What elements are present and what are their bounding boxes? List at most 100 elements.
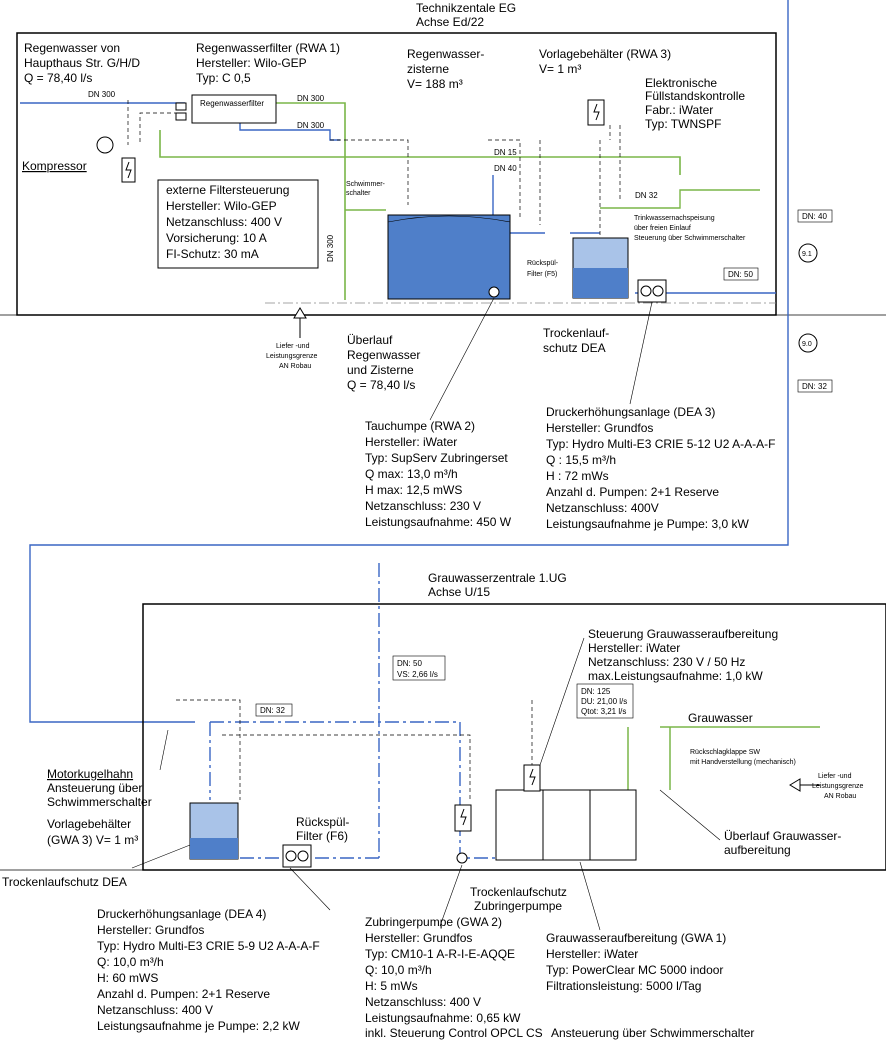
- tag-dn50-vs-box: [392, 655, 446, 681]
- gwa1-unit: [495, 789, 637, 861]
- gwa2-label: Leistungsaufnahme: 0,65 kW: [365, 1011, 521, 1025]
- dry-run-label: schutz DEA: [543, 341, 606, 355]
- gwa2-label: Hersteller: Grundfos: [365, 931, 472, 945]
- leader-rwa2: [429, 297, 495, 421]
- backwash-filter-f6-label: Filter (F6): [296, 829, 348, 843]
- rwa2-label: Tauchumpe (RWA 2): [365, 419, 475, 433]
- drinking-water-label: Trinkwassernachspeisung: [634, 215, 715, 222]
- motor-valve-label: Motorkugelhahn: [47, 767, 133, 781]
- backwash-filter-f5-label: Rückspül-: [527, 260, 559, 267]
- compressor-label: Kompressor: [22, 159, 87, 173]
- circle-91-label: 9.1: [802, 251, 812, 258]
- dry-run-label: Trockenlauf-: [543, 326, 609, 340]
- ext-filter-line: Netzanschluss: 400 V: [166, 215, 282, 229]
- rwa1-label: Typ: C 0,5: [196, 71, 251, 85]
- ext-filter-line: Hersteller: Wilo-GEP: [166, 199, 277, 213]
- tag-dn50: DN: 50: [728, 270, 753, 279]
- tag-dn32-box: [797, 379, 833, 393]
- tag-dn32: DN: 32: [802, 382, 827, 391]
- pipe-label-dn300: DN 300: [88, 90, 116, 99]
- delivery-limit-top: Liefer -und: [276, 343, 310, 350]
- ext-filter-line: Vorsicherung: 10 A: [166, 231, 267, 245]
- blue-pipe-bottom: [209, 721, 500, 859]
- tag-dn50-vs: VS: 2,66 l/s: [397, 670, 438, 679]
- motor-valve-label: Schwimmerschalter: [47, 795, 152, 809]
- gwa2-label: H: 5 mWs: [365, 979, 418, 993]
- dea4-label: Anzahl d. Pumpen: 2+1 Reserve: [97, 987, 270, 1001]
- rwa2-label: Hersteller: iWater: [365, 435, 457, 449]
- gwa2-pump: [456, 852, 468, 864]
- backwash-filter-f5-label: Filter (F5): [527, 271, 557, 278]
- top-zone-title: Achse Ed/22: [416, 15, 484, 29]
- dea3-pump-1: [640, 285, 652, 297]
- dashed-control-lines: [127, 100, 621, 235]
- level-control-lightning-icon: [593, 103, 600, 121]
- tag-dn50-vs: DN: 50: [397, 659, 422, 668]
- gw-control-label: Hersteller: iWater: [588, 641, 680, 655]
- gwa2-label: Netzanschluss: 400 V: [365, 995, 481, 1009]
- rwa2-label: Netzanschluss: 230 V: [365, 499, 481, 513]
- gwa2-control-lightning-icon: [460, 808, 467, 826]
- gw-control-label: Steuerung Grauwasseraufbereitung: [588, 627, 778, 641]
- greywater-label: Grauwasser: [688, 711, 753, 725]
- rainwater-source: Haupthaus Str. G/H/D: [24, 56, 140, 70]
- level-control-label: Elektronische: [645, 76, 717, 90]
- pipe-label-dn32: DN 32: [635, 191, 658, 200]
- dashed-control-bottom: [176, 699, 533, 800]
- tag-dn125: Qtot: 3,21 l/s: [581, 707, 626, 716]
- ext-filter-line: externe Filtersteuerung: [166, 183, 289, 197]
- dry-run-pump-label: Trockenlaufschutz: [470, 885, 567, 899]
- dea3-pump-2: [652, 285, 664, 297]
- overflow-label: Überlauf: [347, 333, 393, 347]
- ext-filter-box: [157, 179, 319, 269]
- compressor-lightning-icon: [125, 161, 132, 179]
- gwa-control-lightning-icon: [529, 768, 536, 786]
- dea3-label: Q : 15,5 m³/h: [546, 453, 616, 467]
- dea4-label: Hersteller: Grundfos: [97, 923, 204, 937]
- gwa3-water: [190, 838, 238, 859]
- cistern-water-surface: [387, 215, 511, 223]
- dea3-label: H : 72 mWs: [546, 469, 609, 483]
- overflow-label: Q = 78,40 l/s: [347, 378, 415, 392]
- dea4-label: Leistungsaufnahme je Pumpe: 2,2 kW: [97, 1019, 300, 1033]
- level-control-label: Füllstandskontrolle: [645, 89, 745, 103]
- gw-control-label: max.Leistungsaufnahme: 1,0 kW: [588, 669, 763, 683]
- drinking-water-label: über freien Einlauf: [634, 225, 691, 232]
- pipe-label-dn15: DN 15: [494, 148, 517, 157]
- check-valve-label: Rückschlagklappe SW: [690, 749, 760, 756]
- gwa3-label: (GWA 3) V= 1 m³: [47, 833, 138, 847]
- rwa2-label: H max: 12,5 mWS: [365, 483, 462, 497]
- dea4-pump-2: [297, 850, 309, 862]
- leader-lines: [131, 637, 721, 931]
- pipe-label-dn40: DN 40: [494, 164, 517, 173]
- tag-dn32-bottom-box: [255, 703, 293, 717]
- gwa2-control-box: [454, 804, 472, 832]
- gwa1-label: Grauwasseraufbereitung (GWA 1): [546, 931, 726, 945]
- tag-dn32-bottom: DN: 32: [260, 706, 285, 715]
- gwa2-float-label: Ansteuerung über Schwimmerschalter: [551, 1026, 754, 1040]
- rwa1-label: Hersteller: Wilo-GEP: [196, 56, 307, 70]
- drinking-water-label: Steuerung über Schwimmerschalter: [634, 235, 746, 242]
- pipe-label-dn300: DN 300: [297, 121, 325, 130]
- cistern-tank: [387, 214, 511, 300]
- gwa1-label: Filtrationsleistung: 5000 l/Tag: [546, 979, 701, 993]
- backwash-filter-f6-label: Rückspül-: [296, 815, 349, 829]
- circle-90: [798, 333, 818, 353]
- tag-dn40-box: [797, 209, 833, 223]
- bottom-zone-title: Grauwasserzentrale 1.UG: [428, 571, 567, 585]
- rwa3-label: V= 1 m³: [539, 62, 581, 76]
- rainwater-source: Q = 78,40 l/s: [24, 71, 92, 85]
- gwa2-label: Typ: CM10-1 A-R-I-E-AQQE: [365, 947, 515, 961]
- delivery-limit-arrow-top: [293, 307, 307, 338]
- overflow-label: Regenwasser: [347, 348, 420, 362]
- motor-valve-label: Ansteuerung über: [47, 781, 142, 795]
- level-control-label: Typ: TWNSPF: [645, 117, 721, 131]
- rainwater-source: Regenwasser von: [24, 41, 120, 55]
- dea3-label: Druckerhöhungsanlage (DEA 3): [546, 405, 715, 419]
- rwa1-label: Regenwasserfilter (RWA 1): [196, 41, 340, 55]
- leader-dea3: [629, 301, 653, 405]
- dry-run-pump-label: Zubringerpumpe: [474, 899, 562, 913]
- dea3-label: Netzanschluss: 400V: [546, 501, 659, 515]
- ext-filter-line: FI-Schutz: 30 mA: [166, 247, 259, 261]
- delivery-limit-top: Leistungsgrenze: [266, 353, 317, 360]
